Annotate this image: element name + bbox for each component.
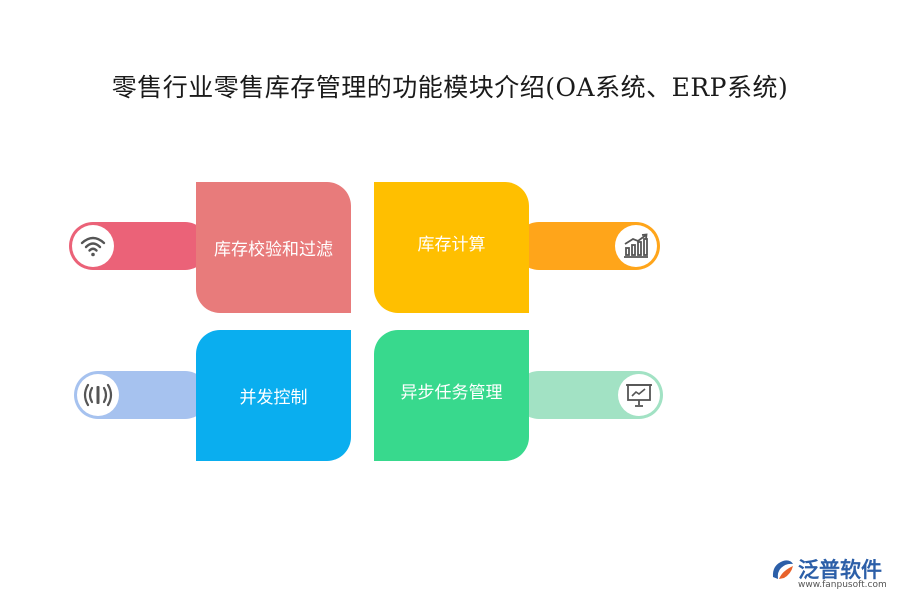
module-label: 库存计算 — [417, 235, 486, 255]
tab-inventory-validation — [69, 222, 209, 270]
tab-async-task-management — [515, 371, 663, 419]
wifi-icon — [72, 225, 114, 267]
tab-concurrency-control — [74, 371, 209, 419]
logo-mark-icon — [772, 560, 793, 579]
page-title: 零售行业零售库存管理的功能模块介绍(OA系统、ERP系统) — [111, 73, 789, 102]
module-label: 并发控制 — [239, 388, 308, 408]
logo-name: 泛普软件 — [798, 558, 882, 582]
module-inventory-validation: 库存校验和过滤 — [196, 182, 351, 313]
presentation-icon — [618, 374, 660, 416]
module-label: 库存校验和过滤 — [214, 240, 333, 260]
bar-chart-icon — [615, 225, 657, 267]
module-concurrency-control: 并发控制 — [196, 330, 351, 461]
module-inventory-calculation: 库存计算 — [374, 182, 529, 313]
module-label: 异步任务管理 — [400, 383, 503, 403]
module-async-task-management: 异步任务管理 — [374, 330, 529, 461]
logo-url: www.fanpusoft.com — [798, 580, 887, 590]
signal-icon — [77, 374, 119, 416]
brand-logo: 泛普软件 www.fanpusoft.com — [768, 553, 894, 593]
tab-inventory-calculation — [515, 222, 660, 270]
